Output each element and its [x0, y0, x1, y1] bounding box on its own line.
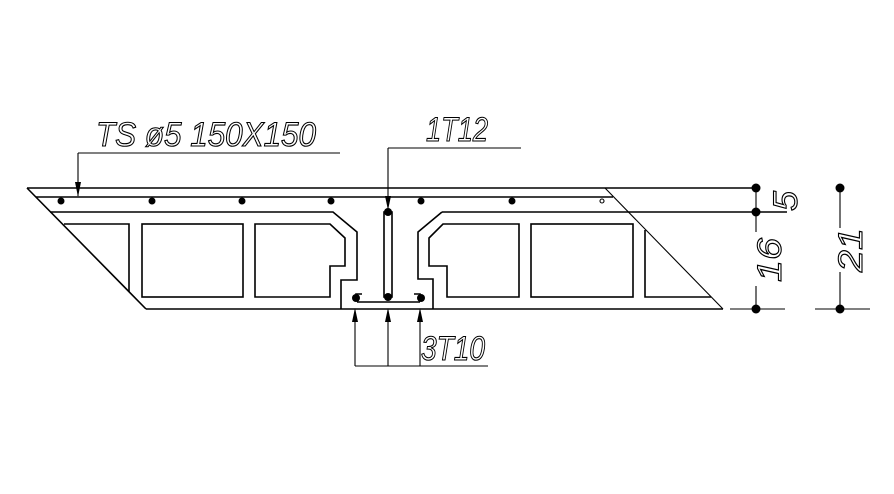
- mesh-label: TS ø5 150X150: [96, 116, 316, 154]
- mesh-bars: [57, 197, 605, 205]
- dimension-21: 21: [815, 183, 871, 314]
- central-rib-reinforcement: [352, 208, 425, 303]
- bottom-bars-label: 3T10: [421, 330, 485, 368]
- block: [530, 223, 634, 298]
- left-rib-outline: [50, 211, 358, 309]
- block-chamfered-left: [254, 223, 346, 298]
- block-chamfered-right: [428, 223, 520, 298]
- top-bar-label: 1T12: [426, 111, 488, 149]
- dimension-5-16: 5 16: [730, 183, 806, 314]
- dim-total-height: 21: [832, 228, 870, 273]
- mesh-leader: TS ø5 150X150: [75, 115, 340, 197]
- top-bar-leader: 1T12: [385, 110, 521, 210]
- bottom-bars-leader: 3T10: [352, 308, 488, 369]
- block-right-partial: [644, 230, 711, 298]
- block: [141, 223, 244, 298]
- block-left-partial: [64, 223, 130, 292]
- slab-outline: [26, 187, 787, 310]
- right-rib-outline: [417, 211, 443, 309]
- dim-block-height: 16: [751, 238, 789, 282]
- hollow-blocks: [64, 223, 711, 298]
- dim-slab-thickness: 5: [767, 191, 805, 211]
